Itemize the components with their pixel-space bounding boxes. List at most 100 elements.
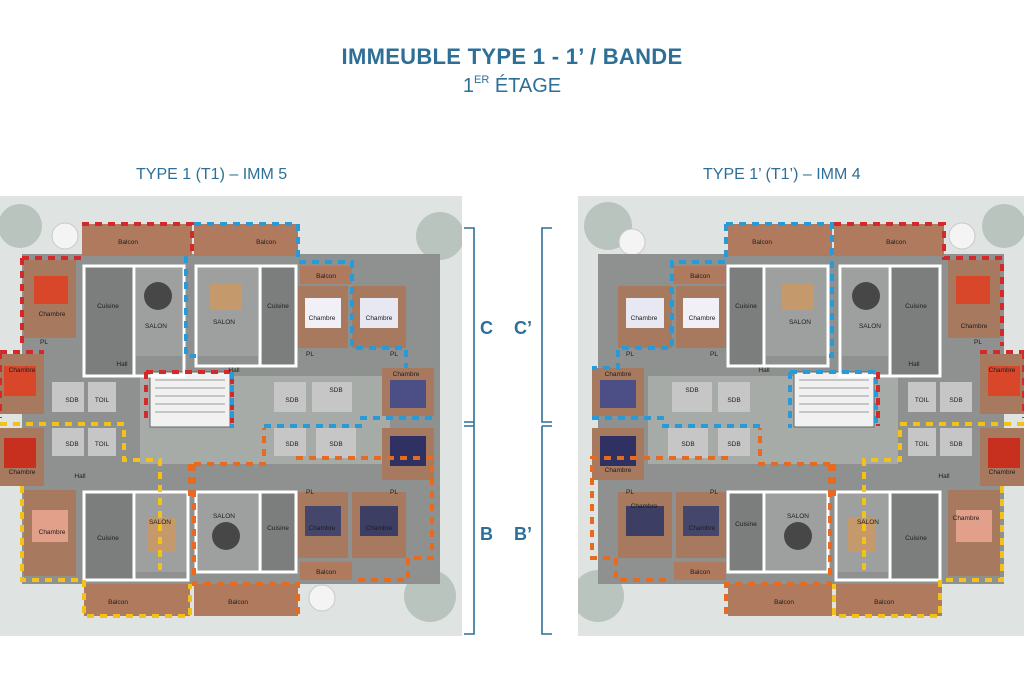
right-sdb-5 bbox=[940, 382, 972, 412]
left-sdb-6 bbox=[52, 428, 84, 456]
right-bed-7 bbox=[988, 438, 1020, 468]
left-toil-2 bbox=[88, 428, 116, 456]
left-sdb-2 bbox=[312, 382, 352, 412]
left-stair bbox=[149, 371, 231, 428]
left-bed-8 bbox=[390, 436, 426, 466]
right-bed-8 bbox=[956, 510, 992, 542]
right-label-chambre-6: Chambre bbox=[989, 367, 1016, 374]
right-toil-1 bbox=[908, 382, 936, 412]
left-label-sdb-1: SDB bbox=[65, 397, 78, 404]
left-tree-2 bbox=[416, 212, 462, 260]
left-label-cuisine-2: Cuisine bbox=[267, 303, 289, 310]
right-label-chambre-10: Chambre bbox=[689, 525, 716, 532]
right-kitchen-bottom bbox=[730, 492, 764, 572]
left-label-salon-4: SALON bbox=[213, 513, 235, 520]
right-label-chambre-7: Chambre bbox=[989, 469, 1016, 476]
left-toil-1 bbox=[88, 382, 116, 412]
left-balcon-small-bottom bbox=[300, 562, 352, 580]
right-bed-2 bbox=[683, 298, 719, 328]
left-balcon-br bbox=[194, 584, 298, 616]
left-zone-bracket bbox=[464, 227, 475, 635]
right-balcon-br bbox=[836, 584, 942, 616]
left-label-pl-2: PL bbox=[306, 351, 314, 358]
left-label-chambre-4: Chambre bbox=[39, 529, 66, 536]
left-label-chambre-5: Chambre bbox=[309, 315, 336, 322]
right-umbrella-1 bbox=[618, 228, 646, 256]
right-label-balcon-1: Balcon bbox=[752, 239, 772, 246]
right-balcon-small-top bbox=[674, 266, 726, 284]
right-balcon-tl bbox=[728, 224, 832, 256]
left-label-balcon-4: Balcon bbox=[316, 569, 336, 576]
right-stair bbox=[793, 371, 875, 428]
left-balcon-tl bbox=[82, 224, 192, 256]
right-sdb-3 bbox=[668, 428, 708, 458]
left-bed-10 bbox=[360, 506, 398, 536]
right-balcon-tr bbox=[834, 224, 944, 256]
right-label-cuisine-4: Cuisine bbox=[905, 535, 927, 542]
left-label-sdb-4: SDB bbox=[329, 387, 342, 394]
left-bed-9 bbox=[305, 506, 341, 536]
left-kitchen-top-2 bbox=[262, 266, 296, 366]
left-bed-2 bbox=[4, 366, 36, 396]
left-umbrella-2 bbox=[308, 584, 336, 612]
left-label-chambre-2: Chambre bbox=[9, 367, 36, 374]
right-label-salon-3: SALON bbox=[787, 513, 809, 520]
left-bed-3 bbox=[4, 438, 36, 468]
left-bed-4 bbox=[32, 510, 68, 542]
left-kitchen-top bbox=[84, 266, 134, 376]
right-salon-top-2 bbox=[842, 266, 888, 356]
left-salon-top-2 bbox=[196, 266, 258, 356]
left-label-toil-2: TOIL bbox=[95, 441, 110, 448]
right-label-cuisine-2: Cuisine bbox=[905, 303, 927, 310]
left-label-sdb-6: SDB bbox=[329, 441, 342, 448]
page-title: IMMEUBLE TYPE 1 - 1’ / BANDE bbox=[341, 44, 683, 69]
subtitle-floor: ÉTAGE bbox=[489, 75, 562, 97]
left-red-apartment-border bbox=[0, 222, 234, 426]
right-bed-1 bbox=[626, 298, 664, 328]
left-label-chambre-3: Chambre bbox=[9, 469, 36, 476]
left-balcon-small-top bbox=[300, 266, 352, 284]
left-label-balcon-5: Balcon bbox=[108, 599, 128, 606]
right-balcon-bl bbox=[728, 584, 832, 616]
right-tree-2 bbox=[982, 204, 1024, 248]
right-bed-10 bbox=[683, 506, 719, 536]
left-rug-2 bbox=[212, 522, 240, 550]
left-orange-apartment-border bbox=[188, 428, 434, 616]
right-sdb-2 bbox=[718, 382, 750, 412]
right-rug-1 bbox=[852, 282, 880, 310]
right-sdb-1 bbox=[672, 382, 712, 412]
page-subtitle: 1ER ÉTAGE bbox=[0, 74, 1024, 98]
left-sdb-1 bbox=[274, 382, 306, 412]
right-rug-2 bbox=[784, 522, 812, 550]
left-label-salon-2: SALON bbox=[213, 319, 235, 326]
right-label-balcon-4: Balcon bbox=[690, 569, 710, 576]
left-plan-title: TYPE 1 (T1) – IMM 5 bbox=[136, 166, 288, 183]
right-label-pl-2: PL bbox=[710, 351, 718, 358]
right-salon-top-table bbox=[782, 284, 814, 310]
left-sdb-5 bbox=[52, 382, 84, 412]
right-plan-title: TYPE 1’ (T1’) – IMM 4 bbox=[703, 166, 861, 183]
right-label-salon-4: SALON bbox=[857, 519, 879, 526]
right-sdb-4 bbox=[718, 428, 750, 456]
left-label-cuisine-3: Cuisine bbox=[97, 535, 119, 542]
right-floor-plan: Balcon Balcon Balcon Balcon Balcon Balco… bbox=[578, 196, 1024, 636]
subtitle-superscript: ER bbox=[473, 74, 490, 86]
right-label-hall-2: Hall bbox=[908, 361, 920, 368]
left-kitchen-bottom-2 bbox=[262, 492, 296, 572]
left-label-hall-1: Hall bbox=[116, 361, 128, 368]
left-label-sdb-2: SDB bbox=[65, 441, 78, 448]
left-salon-top bbox=[136, 266, 182, 356]
right-label-chambre-5: Chambre bbox=[961, 323, 988, 330]
right-orange-apartment-border bbox=[590, 428, 836, 616]
right-toil-2 bbox=[908, 428, 936, 456]
left-label-chambre-6: Chambre bbox=[366, 315, 393, 322]
left-floor-plan: Balcon Balcon Balcon Balcon Balcon Balco… bbox=[0, 196, 462, 636]
left-label-pl-5: PL bbox=[390, 489, 398, 496]
right-label-balcon-5: Balcon bbox=[774, 599, 794, 606]
left-label-salon-3: SALON bbox=[149, 519, 171, 526]
right-label-pl-3: PL bbox=[974, 339, 982, 346]
right-label-balcon-6: Balcon bbox=[874, 599, 894, 606]
zone-b-label: B bbox=[480, 524, 493, 544]
left-label-hall-3: Hall bbox=[74, 473, 86, 480]
right-stair-treads bbox=[799, 379, 869, 413]
